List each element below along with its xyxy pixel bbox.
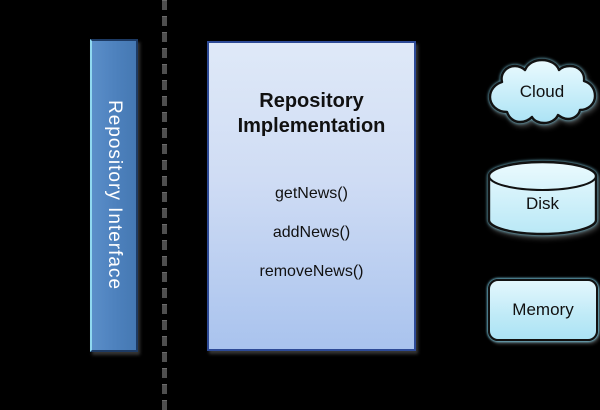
boundary-dashed-line xyxy=(162,0,167,410)
cloud-label: Cloud xyxy=(519,82,565,101)
repository-interface-bar: Repository Interface xyxy=(90,39,138,352)
disk-label: Disk xyxy=(525,194,560,213)
disk-shape: Disk xyxy=(487,160,598,236)
repository-implementation-title: Repository Implementation xyxy=(237,90,386,137)
method-addnews: addNews() xyxy=(272,224,351,241)
method-removenews: removeNews() xyxy=(259,263,364,280)
cloud-shape: Cloud xyxy=(484,58,600,126)
memory-label: Memory xyxy=(512,300,574,319)
disk-cylinder-icon xyxy=(487,160,598,236)
method-list: getNews() addNews() removeNews() xyxy=(259,185,363,281)
repository-interface-label: Repository Interface xyxy=(104,100,125,291)
cloud-icon xyxy=(488,58,597,125)
method-getnews: getNews() xyxy=(275,185,348,202)
repository-implementation-box: Repository Implementation getNews() addN… xyxy=(207,41,416,351)
memory-shape: Memory xyxy=(488,279,598,341)
